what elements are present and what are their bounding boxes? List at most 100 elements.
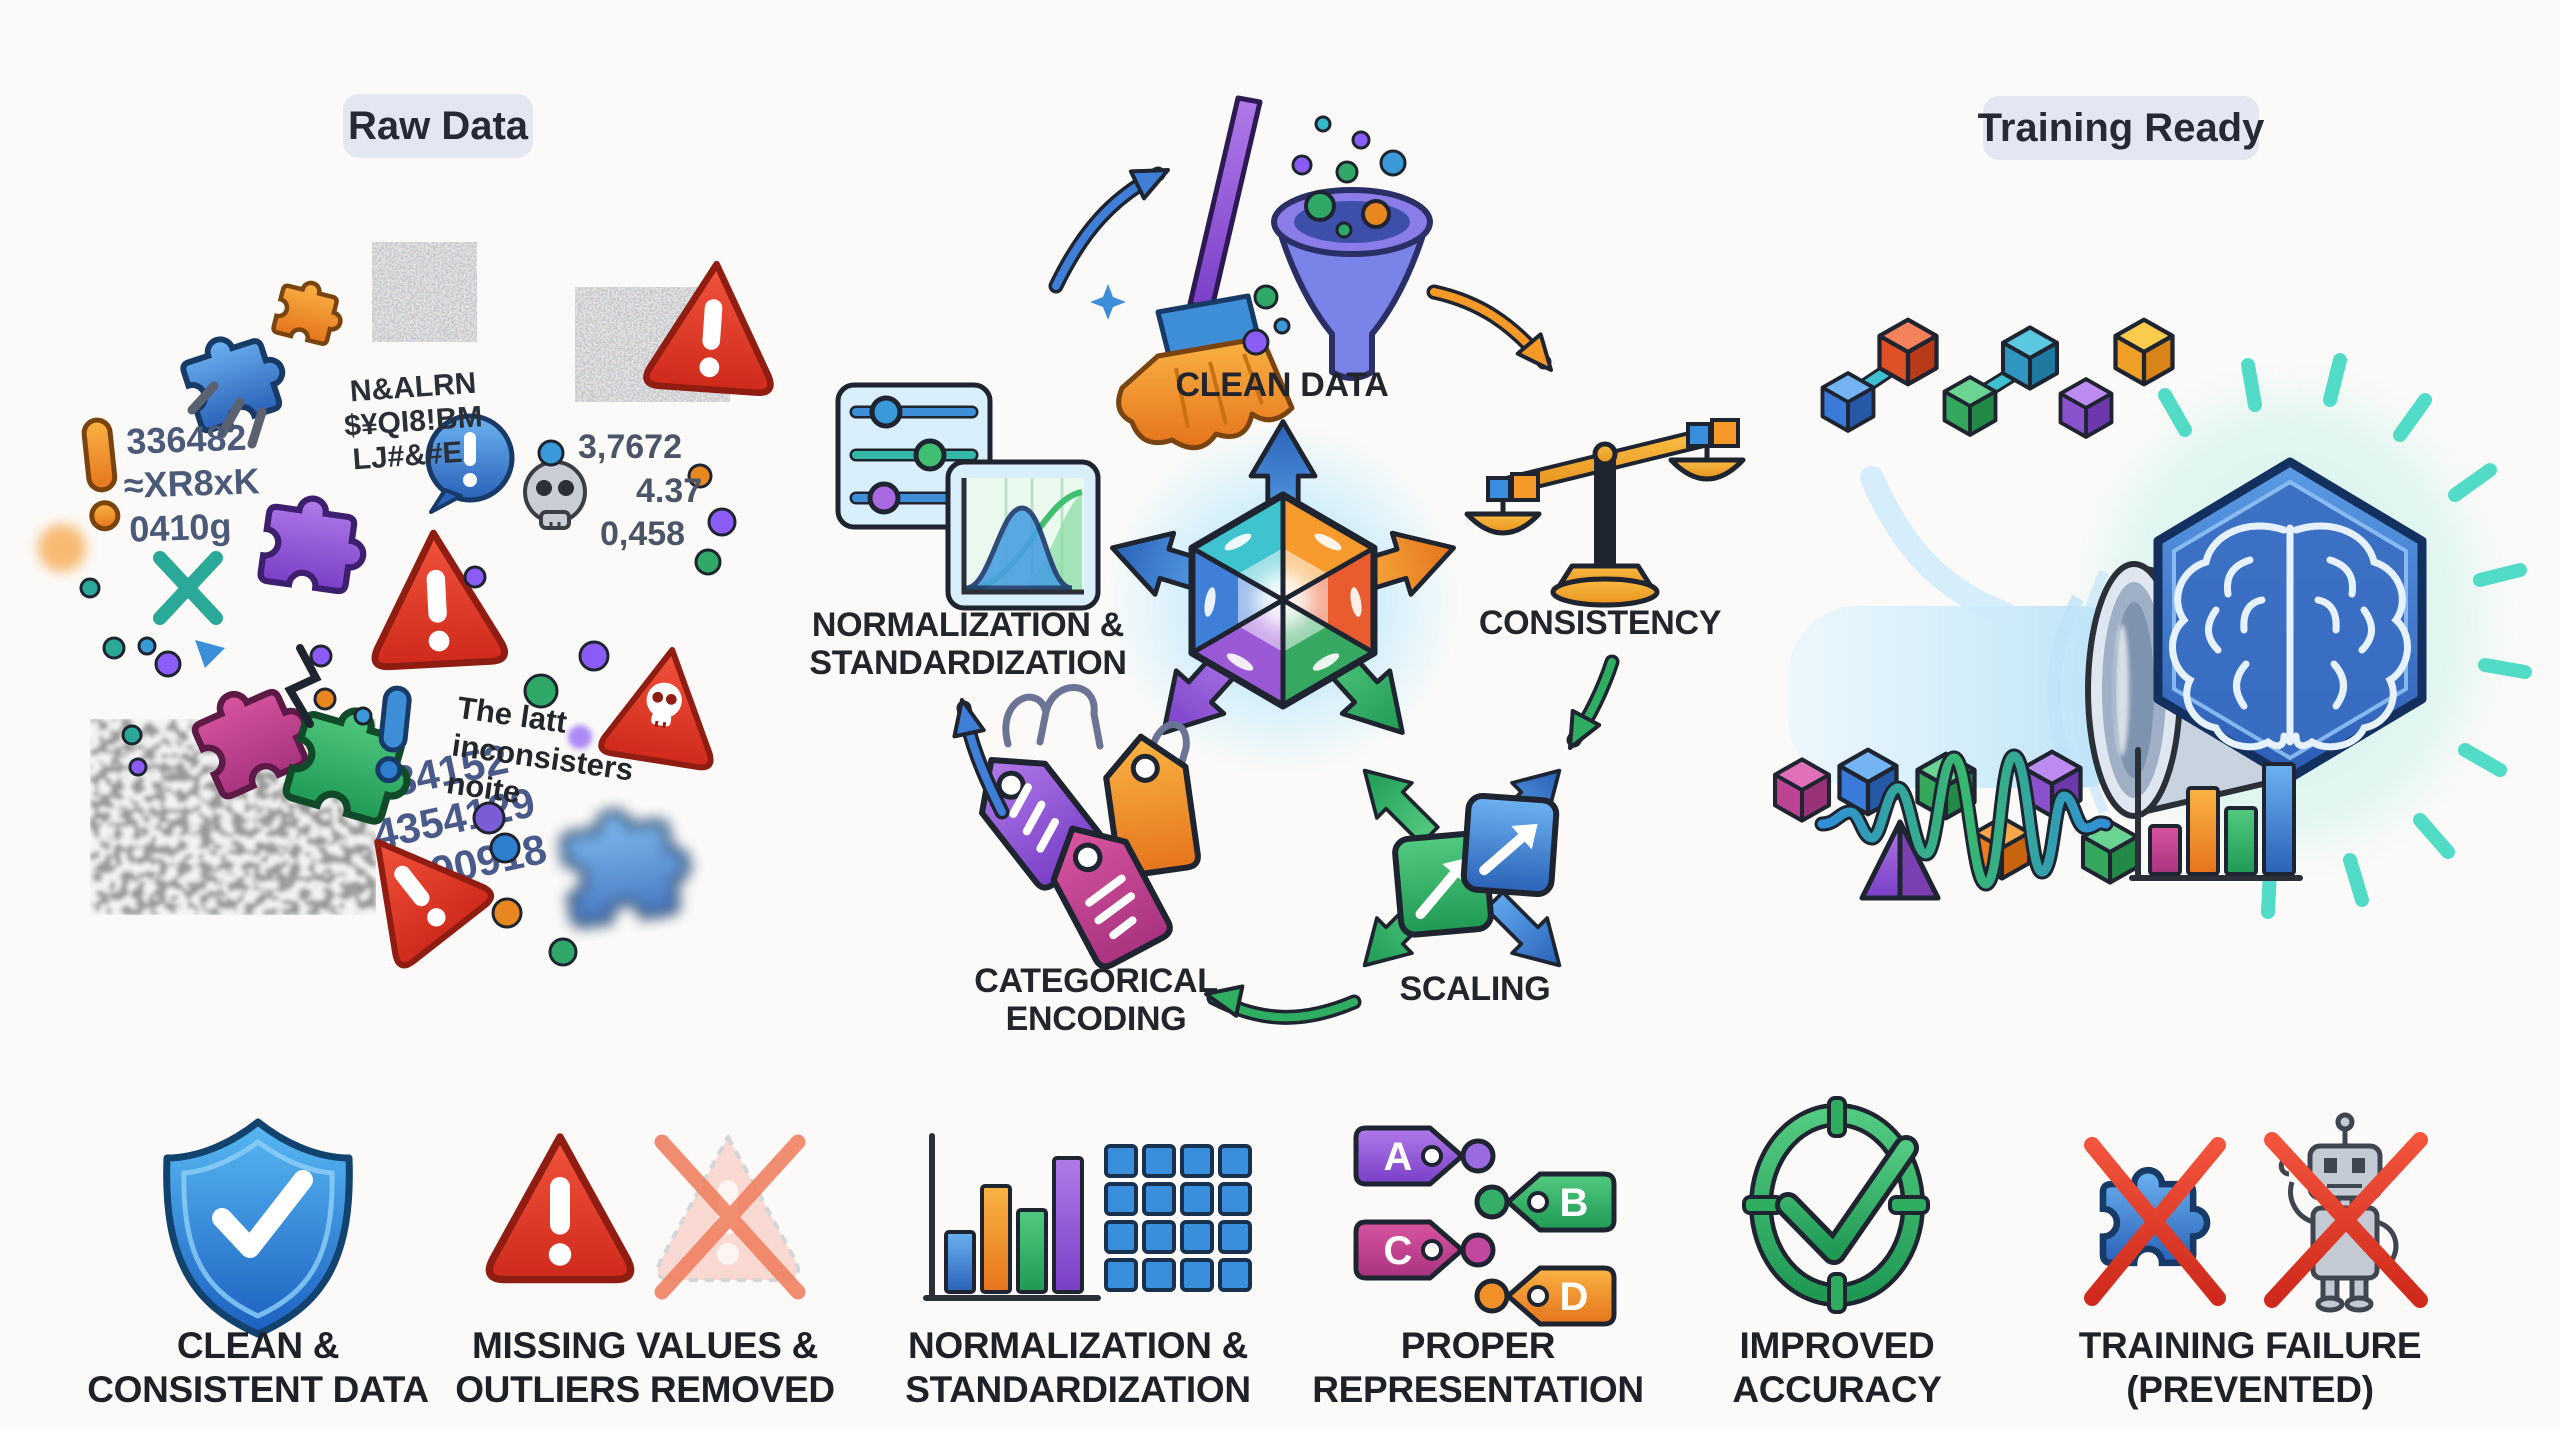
connector-dot [1474,1184,1510,1220]
feature-cubes-icon [1820,320,2173,439]
benefit-label: MISSING VALUES & [472,1325,818,1366]
normalization-label-line1: NORMALIZATION & [812,606,1124,644]
alert-bubble-icon [425,413,515,514]
shard [195,640,225,668]
exclamation-icon [375,685,412,784]
benefit-label: (PREVENTED) [2126,1369,2374,1410]
no-puzzle-icon [2084,1137,2226,1306]
blurred-dot [568,725,592,749]
waveform-icon [1814,748,2114,892]
warning-removed-icon [489,1134,806,1300]
tag-c-label: C [1384,1229,1413,1273]
consistency-label: CONSISTENCY [1479,604,1722,642]
grid-icon [1104,1144,1252,1292]
pyramid-icon [1859,819,1941,901]
blurry-puzzle-icon [560,803,694,926]
garbled-text-line: 0,458 [600,515,685,553]
garbled-text-line: 336482 [126,417,247,462]
exclamation-icon [81,417,121,532]
puzzle-icon [260,493,370,594]
robot-eye [2352,1158,2365,1173]
warning-triangle-icon [369,530,506,668]
skull-icon [523,460,587,530]
data-cube-hub-icon [1188,491,1378,710]
x-mark-icon [2084,1137,2226,1306]
normalization-label-line2: STANDARDIZATION [809,644,1126,682]
tag-c: C [1353,1219,1465,1281]
x-mark-icon [654,1134,806,1300]
benefits-row: A B C D [87,1096,2428,1410]
no-robot-icon [2264,1112,2428,1313]
benefit-label: PROPER [1401,1325,1555,1366]
garbled-code-text: 336482 ≈XR8xK 0410g [123,417,260,550]
target-check-icon [1742,1096,1930,1314]
garbled-text-line: 4.37 [636,472,702,510]
bell-curve-icon [945,459,1101,611]
tag-mapping-icon: A B C D [1353,1125,1617,1327]
preprocessing-cycle: CLEAN DATA CONSISTENCY NORMALIZATION & S… [809,95,1746,1038]
garbled-text-line: 3,7672 [578,428,682,466]
benefit-label: TRAINING FAILURE [2079,1325,2422,1366]
benefit-label: STANDARDIZATION [905,1369,1251,1410]
benefit-label: NORMALIZATION & [908,1325,1248,1366]
connector-dot [1460,1232,1496,1268]
clean-data-label: CLEAN DATA [1176,366,1389,404]
training-ready-badge: Training Ready [1978,96,2265,160]
stream-arc [2072,569,2109,815]
stream-swoosh [1860,466,2017,626]
benefit-label: OUTLIERS REMOVED [455,1369,835,1410]
scaling-arrows-icon [1345,751,1579,985]
tag-b: B [1505,1171,1617,1233]
training-ready-badge-label: Training Ready [1978,106,2265,150]
balance-scale-icon [1464,418,1746,608]
raw-data-badge-label: Raw Data [348,104,529,148]
bar-chart-icon [2129,747,2303,881]
benefit-label: CONSISTENT DATA [87,1369,429,1410]
tag-b-label: B [1560,1181,1589,1225]
scaling-label: SCALING [1400,970,1551,1008]
x-mark-icon [2264,1132,2428,1308]
cycle-connector-arrows [945,157,1620,1025]
cross-ribbon-icon [153,551,223,625]
garbled-text-line: ≈XR8xK [123,460,260,506]
funnel-dots [1242,115,1407,356]
garbled-text-line: LJ#&#E [352,436,464,477]
raw-data-badge: Raw Data [343,94,533,158]
robot-eye [2324,1158,2337,1173]
tag-d: D [1505,1265,1617,1327]
sliders-icon [835,382,993,530]
noise-patch [372,242,477,342]
categorical-label-line1: CATEGORICAL [974,962,1218,1000]
benefit-label: ACCURACY [1732,1369,1942,1410]
raw-data-cluster: Y184152 4354129 A90918 [38,242,779,969]
shield-check-icon [163,1118,353,1338]
feature-cubes-icon [1775,750,2137,901]
sparkle-icon [1090,284,1126,320]
benefit-label: CLEAN & [177,1325,339,1366]
broken-puzzle-icon [273,277,348,347]
categorical-label-line2: ENCODING [1006,1000,1187,1038]
benefit-labels: CLEAN & CONSISTENT DATA MISSING VALUES &… [87,1325,2421,1410]
garbled-symbols-text: N&ALRN $¥QI8!BM LJ#&#E [343,367,483,477]
price-tags-icon [960,684,1200,970]
garbled-values-text: 3,7672 4.37 0,458 [578,428,702,553]
broom-icon [1090,95,1295,451]
scatter-dots [79,439,737,967]
brain-chip-icon [2153,457,2427,783]
garbled-text-line: 0410g [129,505,232,550]
glow-dashes [2158,353,2532,919]
impact-slashes [187,381,267,449]
benefit-label: IMPROVED [1740,1325,1935,1366]
benefit-label: REPRESENTATION [1312,1369,1644,1410]
connector-dot [1474,1278,1510,1314]
connector-dot [1460,1138,1496,1174]
tag-a-label: A [1384,1135,1413,1179]
tag-d-label: D [1560,1275,1589,1319]
crack-line [284,644,322,728]
brain-glyph [2169,522,2411,751]
chart-grid-icon [923,1133,1252,1301]
training-ready-section [1775,320,2532,919]
funnel-icon [1271,187,1433,381]
